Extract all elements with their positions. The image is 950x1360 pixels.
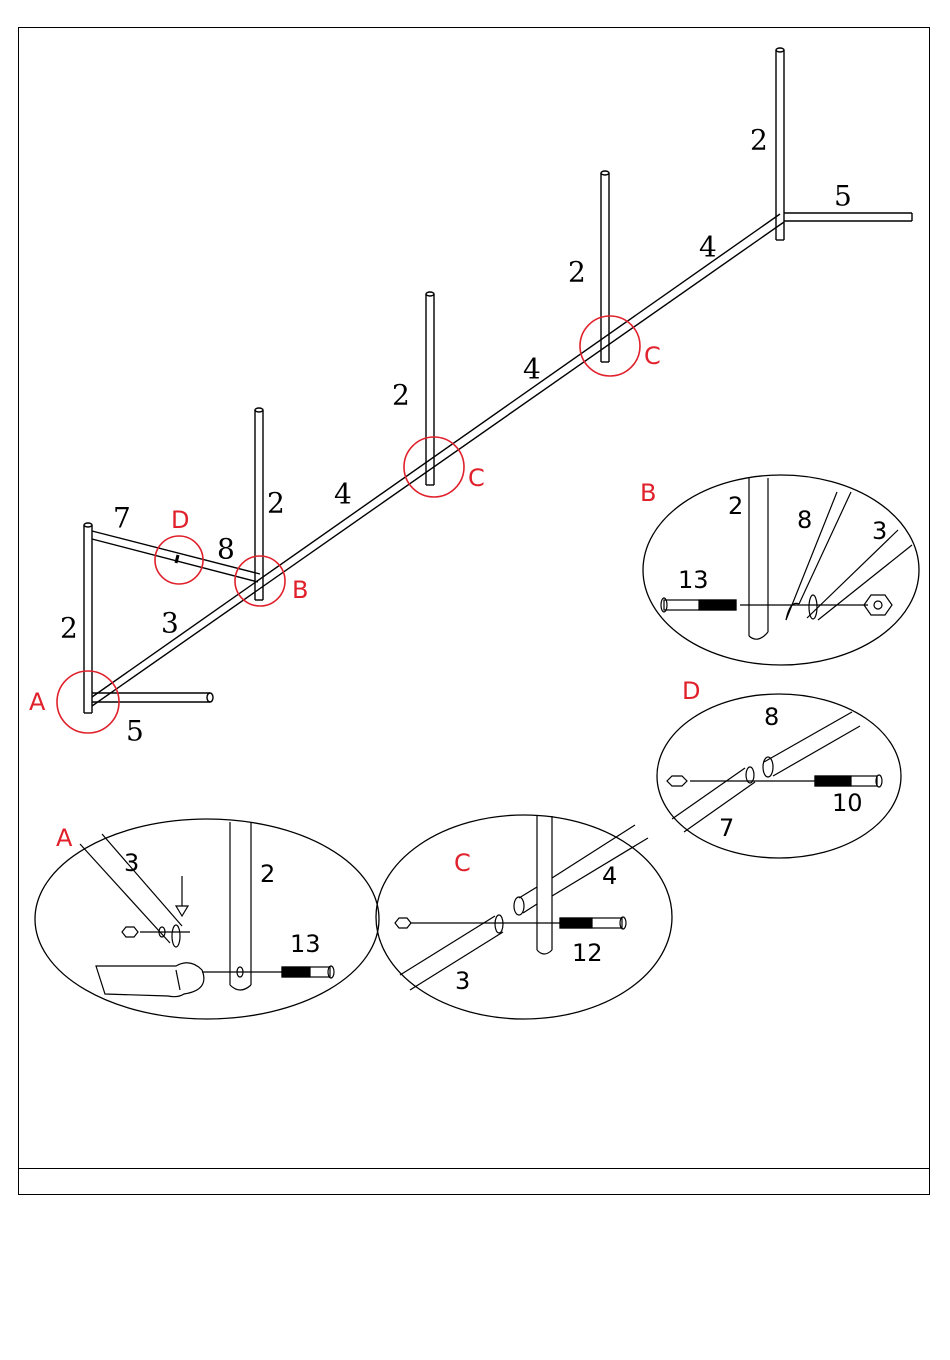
callout-circle-d [155,536,203,584]
rail-near-5 [92,693,213,702]
label-rail-near-5: 5 [126,715,144,748]
callout-circle-c-upper [580,316,640,376]
detail-c-title: C [454,849,471,877]
label-post-upper: 2 [568,256,586,289]
detail-d-top: 8 [764,703,779,731]
label-rail-far-5: 5 [834,180,852,213]
post-upper [601,171,609,362]
label-rail-upper-4: 4 [699,231,717,264]
callout-letter-b: B [292,576,308,604]
detail-d: D 8 10 7 [657,677,901,858]
label-brace-7: 7 [113,502,131,535]
label-post-mid: 2 [392,379,410,412]
detail-b: B 2 8 3 13 [640,475,919,665]
detail-d-bolt: 10 [832,789,863,817]
detail-b-title: B [640,479,656,507]
detail-c-rail-lower: 3 [455,967,470,995]
detail-c: C 4 12 3 [376,815,672,1019]
rail-far-5 [784,213,912,221]
label-rail-mid-4: 4 [334,478,352,511]
label-brace-8: 8 [217,533,235,566]
detail-a-title: A [56,824,73,852]
callout-letter-a: A [29,688,46,716]
label-rail-mid-upper-4: 4 [523,353,541,386]
callout-letter-c-upper: C [644,342,661,370]
detail-c-bolt: 12 [572,939,603,967]
detail-a-rail: 3 [124,849,139,877]
detail-a: A 3 2 13 [35,819,379,1019]
detail-b-bolt: 13 [678,566,709,594]
callout-circles [57,316,640,733]
detail-b-post: 2 [728,492,743,520]
label-post-b: 2 [267,487,285,520]
post-a [84,523,92,713]
detail-b-rail: 3 [872,517,887,545]
long-rail [92,214,784,706]
post-far [776,48,784,240]
label-rail-3: 3 [161,607,179,640]
post-b [255,408,263,600]
detail-d-title: D [682,677,700,705]
detail-a-post: 2 [260,860,275,888]
detail-c-rail-upper: 4 [602,862,617,890]
callout-letter-c-mid: C [468,464,485,492]
label-post-far: 2 [750,124,768,157]
detail-a-bolt: 13 [290,930,321,958]
detail-d-bottom: 7 [719,814,734,842]
label-post-a: 2 [60,612,78,645]
callout-letter-d: D [171,506,189,534]
callout-circle-b [235,556,285,606]
detail-b-brace: 8 [797,506,812,534]
post-mid [426,292,434,485]
